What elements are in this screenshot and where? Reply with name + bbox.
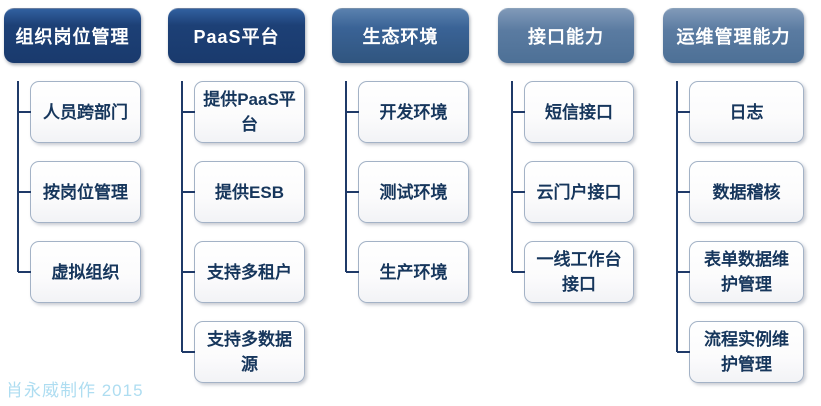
connector-line bbox=[181, 81, 183, 352]
branch-header: PaaS平台 bbox=[168, 8, 305, 63]
node: 提供PaaS平台 bbox=[182, 81, 305, 143]
branch-children: 日志 数据稽核 表单数据维护管理 流程实例维护管理 bbox=[663, 81, 804, 383]
node: 测试环境 bbox=[346, 161, 469, 223]
node: 一线工作台接口 bbox=[512, 241, 634, 303]
branch-interface-capability: 接口能力 短信接口 云门户接口 一线工作台接口 bbox=[498, 8, 634, 303]
node: 云门户接口 bbox=[512, 161, 634, 223]
node: 表单数据维护管理 bbox=[677, 241, 804, 303]
connector-line bbox=[17, 81, 19, 272]
node: 支持多租户 bbox=[182, 241, 305, 303]
node: 数据稽核 bbox=[677, 161, 804, 223]
node: 支持多数据源 bbox=[182, 321, 305, 383]
branch-header: 运维管理能力 bbox=[663, 8, 804, 63]
branch-children: 开发环境 测试环境 生产环境 bbox=[332, 81, 469, 303]
node: 日志 bbox=[677, 81, 804, 143]
branch-children: 短信接口 云门户接口 一线工作台接口 bbox=[498, 81, 634, 303]
node: 短信接口 bbox=[512, 81, 634, 143]
branch-eco-environment: 生态环境 开发环境 测试环境 生产环境 bbox=[332, 8, 469, 303]
author-watermark: 肖永威制作 2015 bbox=[6, 381, 144, 400]
branch-children: 提供PaaS平台 提供ESB 支持多租户 支持多数据源 bbox=[168, 81, 305, 383]
node: 流程实例维护管理 bbox=[677, 321, 804, 383]
branch-ops-management-capability: 运维管理能力 日志 数据稽核 表单数据维护管理 流程实例维护管理 bbox=[663, 8, 804, 383]
node: 开发环境 bbox=[346, 81, 469, 143]
branch-header: 生态环境 bbox=[332, 8, 469, 63]
connector-line bbox=[345, 81, 347, 272]
node: 生产环境 bbox=[346, 241, 469, 303]
branch-children: 人员跨部门 按岗位管理 虚拟组织 bbox=[4, 81, 141, 303]
node: 虚拟组织 bbox=[18, 241, 141, 303]
node: 按岗位管理 bbox=[18, 161, 141, 223]
branch-paas-platform: PaaS平台 提供PaaS平台 提供ESB 支持多租户 支持多数据源 bbox=[168, 8, 305, 383]
branch-org-position-management: 组织岗位管理 人员跨部门 按岗位管理 虚拟组织 bbox=[4, 8, 141, 303]
branch-header: 组织岗位管理 bbox=[4, 8, 141, 63]
node: 人员跨部门 bbox=[18, 81, 141, 143]
connector-line bbox=[511, 81, 513, 272]
branch-header: 接口能力 bbox=[498, 8, 634, 63]
node: 提供ESB bbox=[182, 161, 305, 223]
connector-line bbox=[676, 81, 678, 352]
